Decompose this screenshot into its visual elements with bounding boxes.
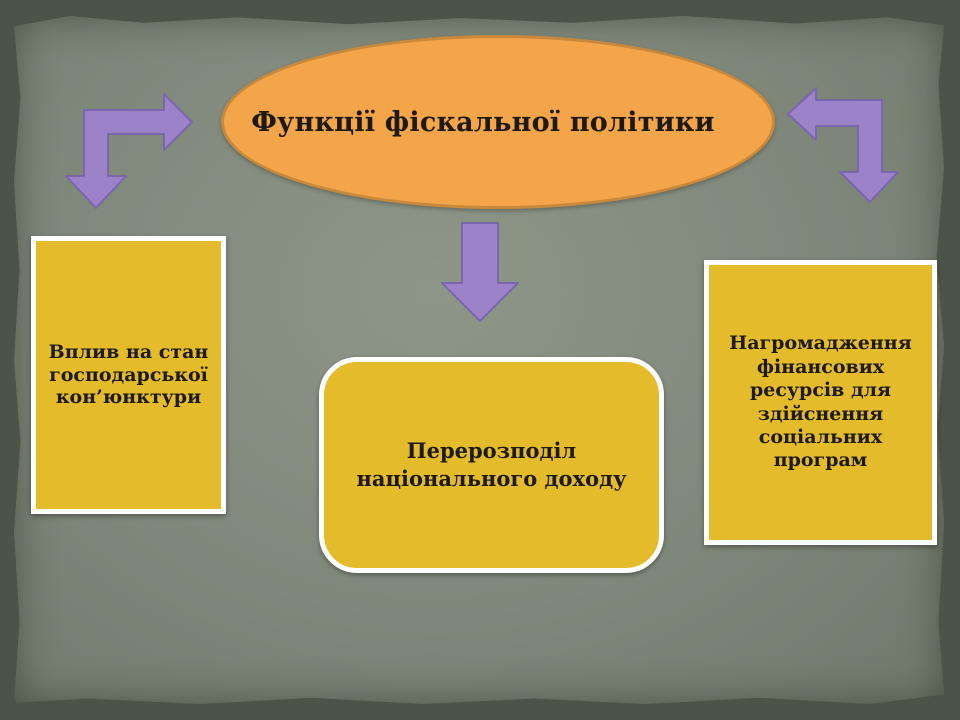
left-function-box[interactable]: Вплив на стан господарської кон’юнктури (31, 236, 226, 514)
right-function-label: Нагромадження фінансових ресурсів для зд… (729, 332, 912, 472)
down-arrow-icon (441, 222, 519, 322)
bent-arrow-right-icon (787, 87, 899, 203)
center-function-box[interactable]: Перерозподіл національного доходу (319, 357, 664, 573)
bent-arrow-left-icon (65, 93, 193, 209)
left-function-label: Вплив на стан господарської кон’юнктури (48, 340, 209, 409)
diagram-title: Функції фіскальної політики (251, 106, 715, 138)
title-ellipse[interactable]: Функції фіскальної політики (221, 35, 775, 209)
center-function-label: Перерозподіл національного доходу (356, 437, 627, 491)
right-function-box[interactable]: Нагромадження фінансових ресурсів для зд… (704, 260, 937, 545)
